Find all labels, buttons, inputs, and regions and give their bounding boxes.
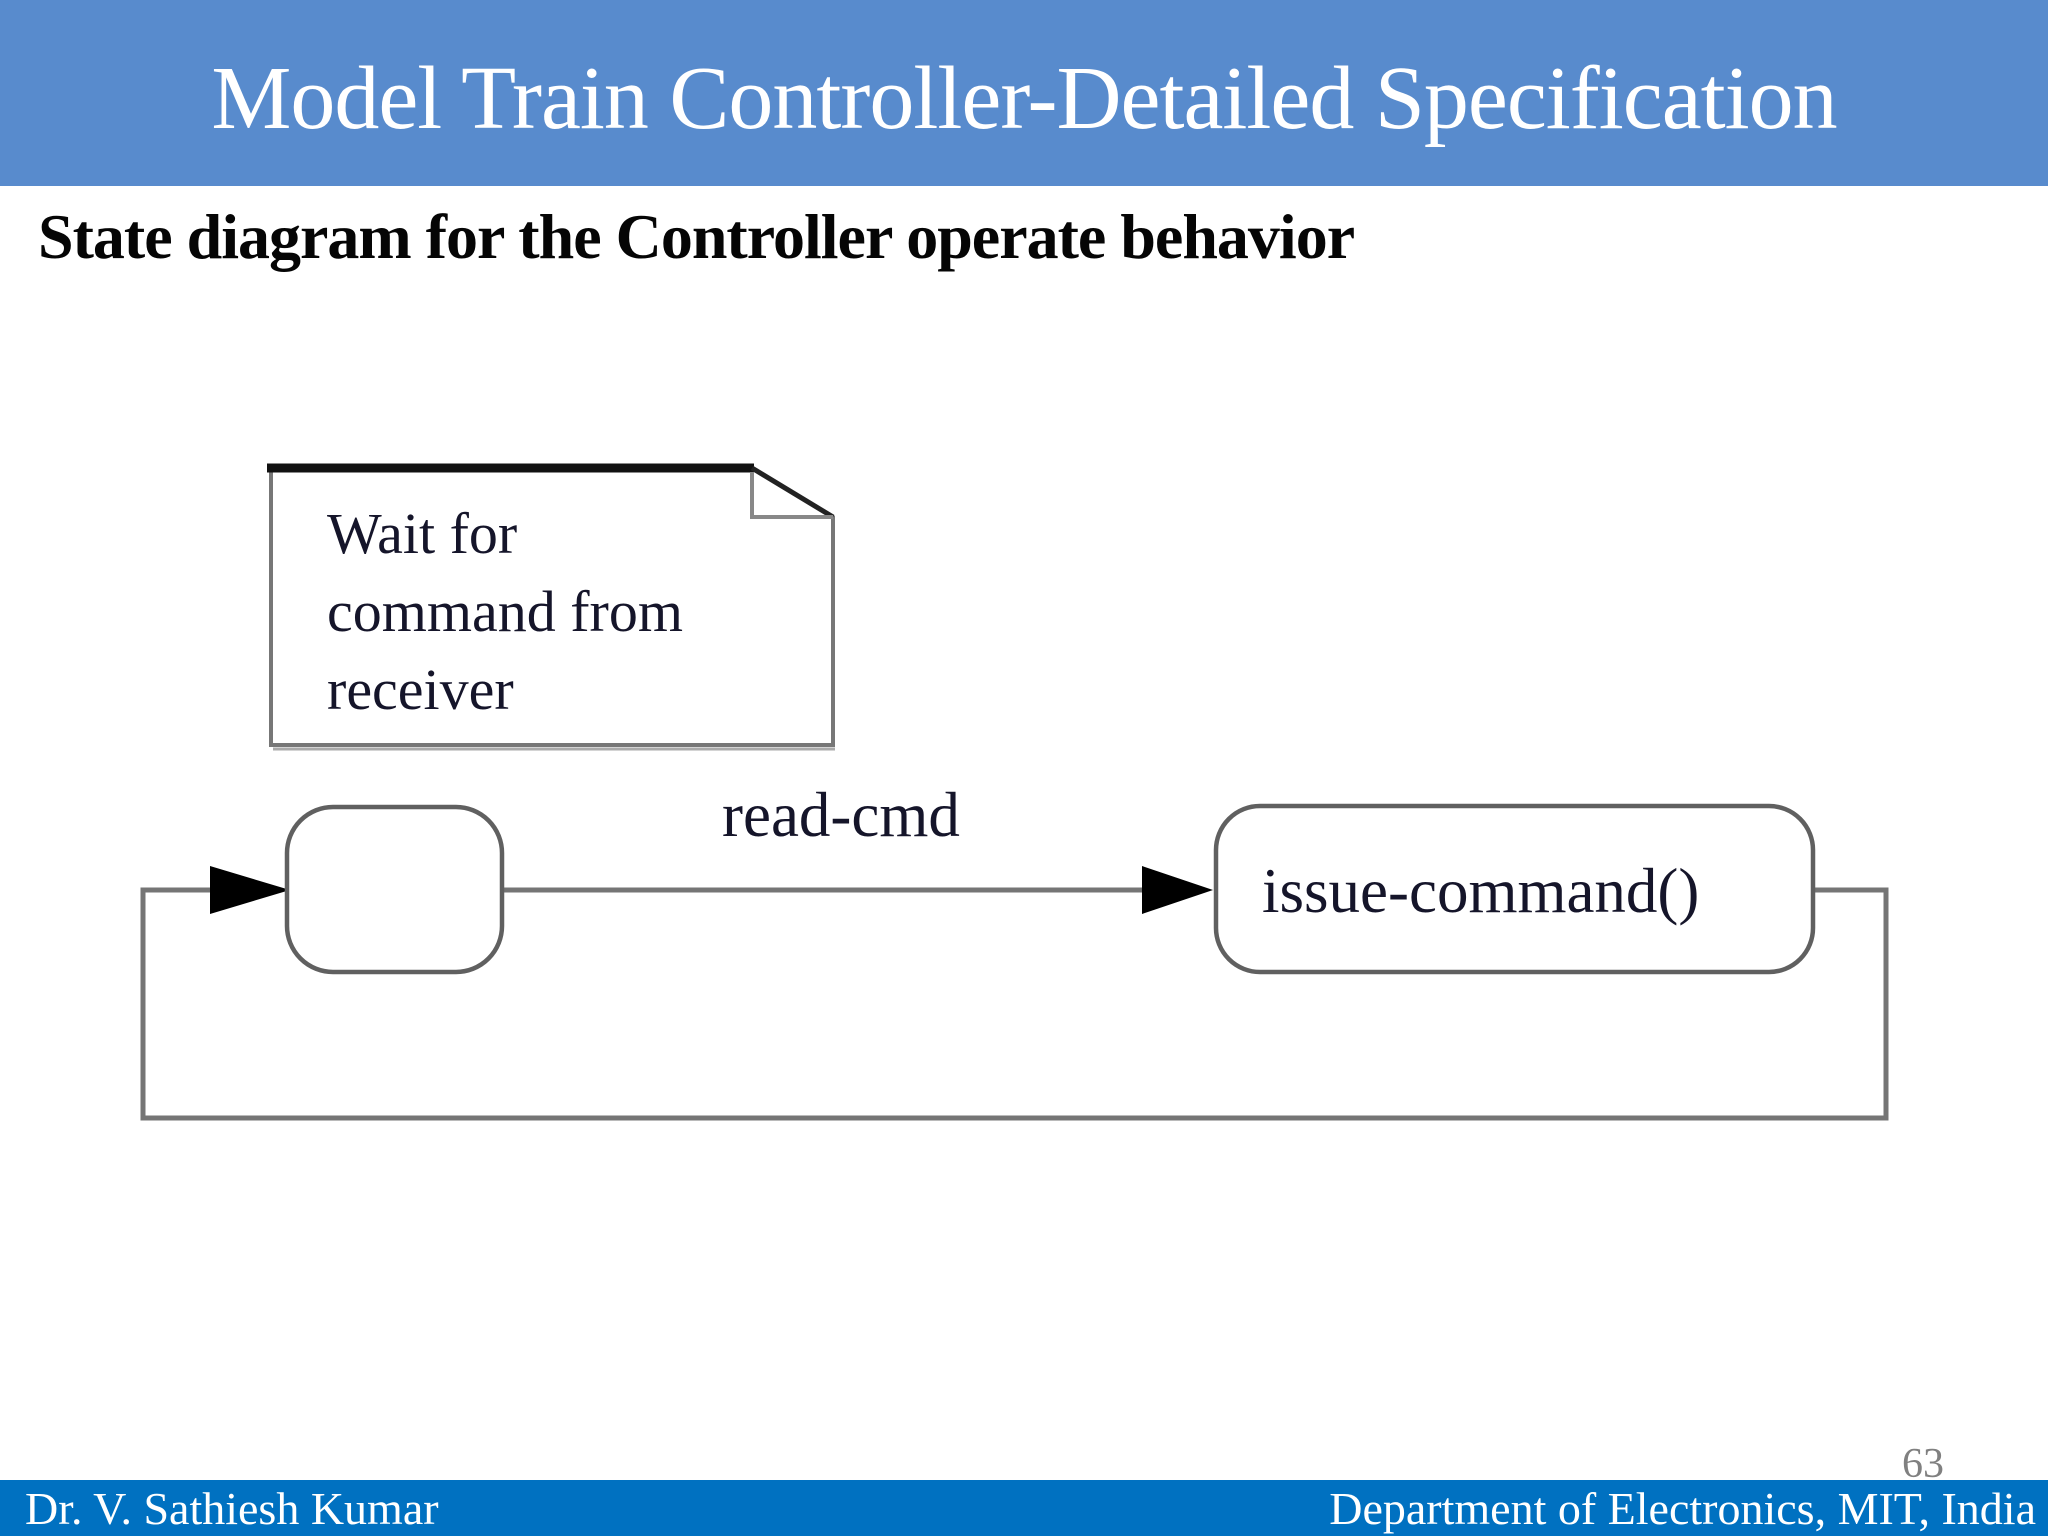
note-shape: Wait for command from receiver	[267, 463, 835, 751]
loop-back-line	[140, 887, 1889, 1121]
page-title: Model Train Controller-Detailed Specific…	[211, 48, 1837, 148]
arrowhead-right-icon	[1142, 866, 1213, 914]
state-wait	[284, 804, 505, 975]
footer-bar: Dr. V. Sathiesh Kumar Department of Elec…	[0, 1480, 2048, 1536]
state-issue-command: issue-command()	[1213, 803, 1816, 975]
footer-department: Department of Electronics, MIT, India	[1329, 1483, 2036, 1534]
note-fold-diagonal	[750, 465, 835, 520]
footer-author: Dr. V. Sathiesh Kumar	[25, 1483, 439, 1534]
page-number: 63	[1902, 1441, 1944, 1487]
note-text-line3: receiver	[327, 657, 514, 722]
note-text-line2: command from	[327, 579, 683, 644]
arrowhead-left-icon	[210, 866, 290, 914]
state-issue-command-label: issue-command()	[1262, 856, 1699, 926]
state-issue-command-box	[1213, 803, 1816, 975]
transition-read-cmd-label: read-cmd	[722, 780, 960, 850]
note-text-line1: Wait for	[327, 501, 517, 566]
note-fold-flap	[750, 472, 833, 519]
slide-subtitle: State diagram for the Controller operate…	[38, 201, 1355, 272]
title-bar: Model Train Controller-Detailed Specific…	[0, 0, 2048, 186]
